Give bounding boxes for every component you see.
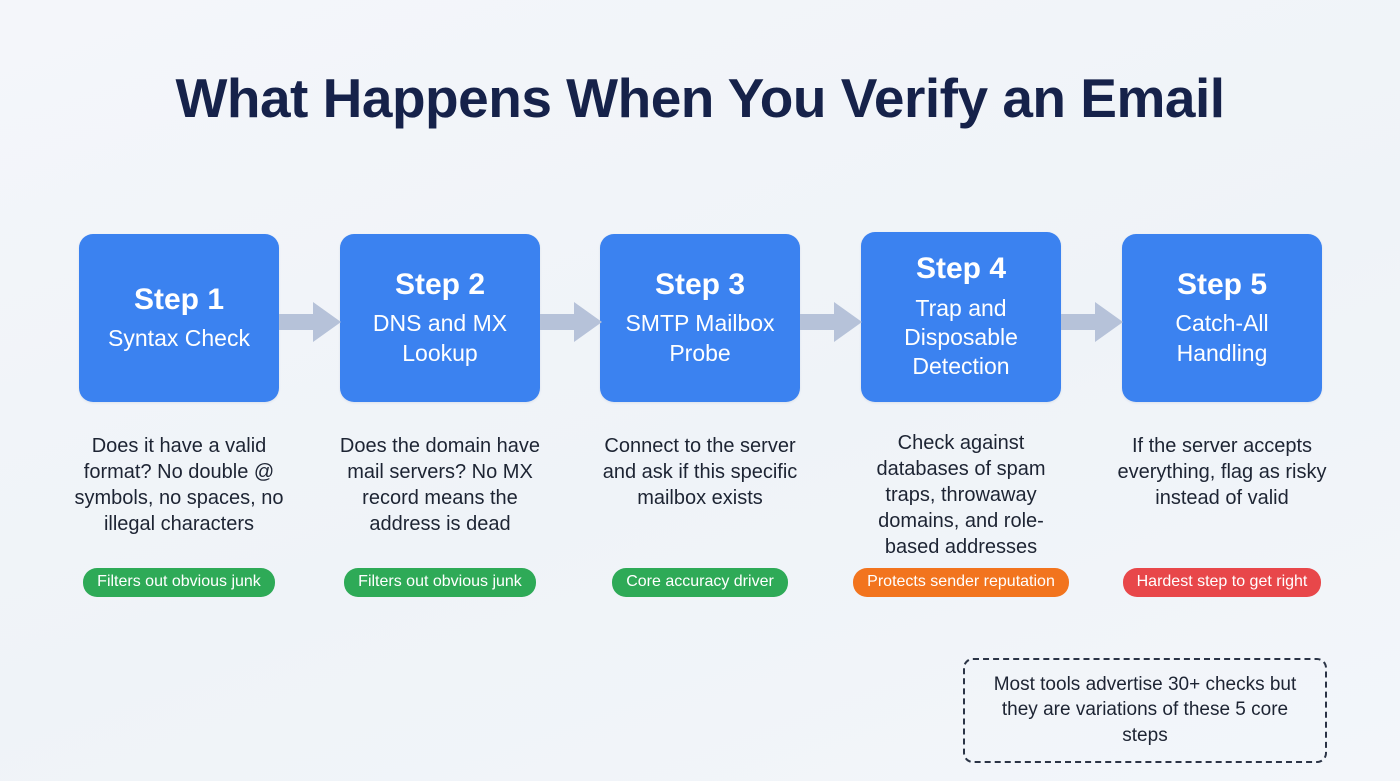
status-badge: Filters out obvious junk bbox=[83, 568, 275, 597]
arrow-right-icon bbox=[1061, 302, 1123, 342]
step-subtitle: SMTP Mailbox Probe bbox=[625, 310, 775, 366]
badge-row-1: Filters out obvious junk bbox=[72, 568, 286, 597]
step-description-2: Does the domain have mail servers? No MX… bbox=[339, 435, 541, 535]
arrow-right-icon bbox=[800, 302, 862, 342]
step-description-4: Check against databases of spam traps, t… bbox=[876, 432, 1046, 558]
process-flow: Step 1 Syntax Check Step 2 DNS and MX Lo… bbox=[79, 232, 1322, 402]
footnote-line-1: Most tools advertise 30+ checks but bbox=[993, 674, 1297, 695]
footnote-line-2: they are variations of these 5 core step… bbox=[1001, 699, 1289, 746]
step-column-4: Step 4 Trap and Disposable Detection bbox=[861, 232, 1061, 402]
step-subtitle: Trap and Disposable Detection bbox=[904, 294, 1018, 380]
arrow-right-icon bbox=[540, 302, 602, 342]
step-description-3: Connect to the server and ask if this sp… bbox=[602, 435, 798, 509]
step-heading: Step 5 bbox=[1176, 267, 1268, 301]
step-column-2: Step 2 DNS and MX Lookup bbox=[340, 232, 540, 402]
step-subtitle: Catch-All Handling bbox=[1175, 310, 1269, 366]
status-badge: Hardest step to get right bbox=[1122, 568, 1322, 597]
step-box-2[interactable]: Step 2 DNS and MX Lookup bbox=[340, 234, 540, 402]
step-subtitle: Syntax Check bbox=[108, 325, 250, 352]
step-column-3: Step 3 SMTP Mailbox Probe bbox=[600, 232, 800, 402]
step-description-1: Does it have a valid format? No double @… bbox=[74, 435, 284, 535]
badge-row-3: Core accuracy driver bbox=[593, 568, 807, 597]
step-box-1[interactable]: Step 1 Syntax Check bbox=[79, 234, 279, 402]
step-heading: Step 3 bbox=[654, 267, 746, 301]
step-column-5: Step 5 Catch-All Handling bbox=[1122, 232, 1322, 402]
step-box-5[interactable]: Step 5 Catch-All Handling bbox=[1122, 234, 1322, 402]
step-box-3[interactable]: Step 3 SMTP Mailbox Probe bbox=[600, 234, 800, 402]
step-box-4[interactable]: Step 4 Trap and Disposable Detection bbox=[861, 232, 1061, 402]
badge-row-5: Hardest step to get right bbox=[1115, 568, 1329, 597]
arrow-right-icon bbox=[279, 302, 341, 342]
badge-row-2: Filters out obvious junk bbox=[333, 568, 547, 597]
status-badge: Filters out obvious junk bbox=[344, 568, 536, 597]
step-heading: Step 2 bbox=[394, 267, 486, 301]
badge-row-4: Protects sender reputation bbox=[853, 568, 1069, 597]
step-subtitle: DNS and MX Lookup bbox=[372, 310, 508, 366]
step-column-1: Step 1 Syntax Check bbox=[79, 232, 279, 402]
step-heading: Step 4 bbox=[915, 252, 1007, 286]
status-badge: Core accuracy driver bbox=[612, 568, 788, 597]
status-badge: Protects sender reputation bbox=[853, 568, 1069, 597]
step-description-5: If the server accepts everything, flag a… bbox=[1117, 435, 1327, 509]
page-title: What Happens When You Verify an Email bbox=[175, 67, 1225, 129]
footnote-callout: Most tools advertise 30+ checks but they… bbox=[963, 658, 1327, 763]
step-heading: Step 1 bbox=[133, 282, 225, 316]
